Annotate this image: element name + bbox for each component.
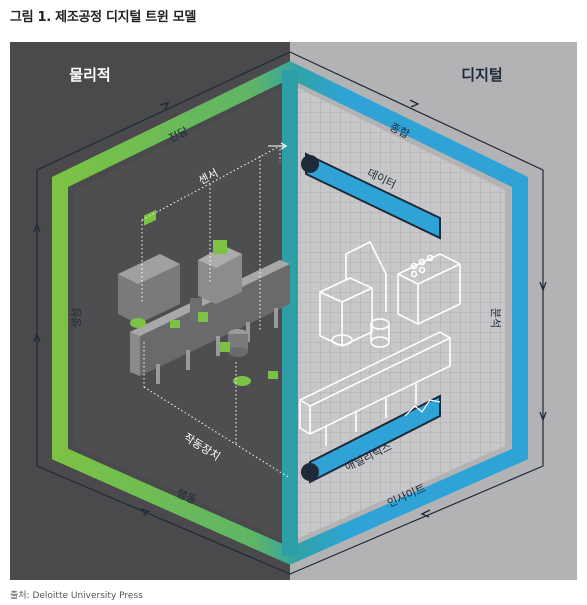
physical-label: 물리적 [69, 66, 110, 84]
analytics-bar [301, 394, 441, 484]
data-bar [301, 152, 441, 240]
cycle-arrowheads [33, 99, 547, 518]
source-note: 출처: Deloitte University Press [10, 591, 143, 601]
center-divider-band [282, 70, 298, 556]
digital-machine-wireframe [299, 240, 461, 446]
cycle-step-analyze: 분석 [489, 308, 502, 328]
physical-machine [118, 209, 290, 386]
digital-twin-diagram: 전달 종합 분석 인사이트 행동 생성 물리적 디지털 [10, 42, 577, 580]
digital-label: 디지털 [461, 66, 502, 84]
cycle-arrow-path [36, 51, 544, 575]
cycle-step-create: 생성 [70, 308, 83, 328]
figure-title: 그림 1. 제조공정 디지털 트윈 모델 [10, 10, 197, 25]
